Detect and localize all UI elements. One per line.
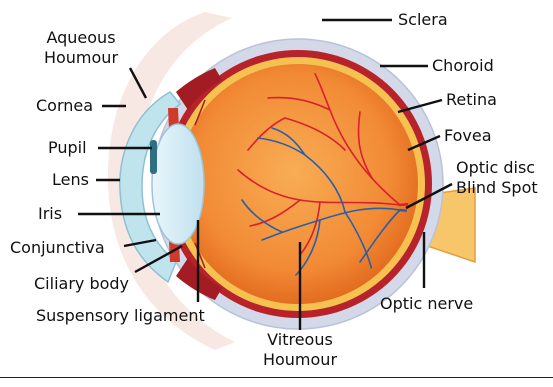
label-sclera: Sclera	[398, 10, 448, 30]
label-aqueous-line2: Houmour	[38, 48, 124, 68]
label-vitreous-line2: Houmour	[250, 350, 350, 370]
label-lens: Lens	[52, 170, 89, 190]
label-suspensory-ligament: Suspensory ligament	[36, 306, 205, 326]
label-aqueous-humour: Aqueous Houmour	[38, 28, 124, 68]
label-optic-disc-line2: Blind Spot	[456, 178, 538, 198]
label-optic-disc-line1: Optic disc	[456, 158, 538, 178]
label-aqueous-line1: Aqueous	[38, 28, 124, 48]
label-vitreous-line1: Vitreous	[250, 330, 350, 350]
label-iris: Iris	[38, 204, 62, 224]
label-choroid: Choroid	[432, 56, 494, 76]
label-cornea: Cornea	[36, 96, 93, 116]
bottom-bar	[0, 378, 553, 387]
label-retina: Retina	[446, 90, 497, 110]
label-conjunctiva: Conjunctiva	[10, 238, 105, 258]
label-fovea: Fovea	[444, 126, 492, 146]
label-optic-nerve: Optic nerve	[380, 294, 473, 314]
label-ciliary-body: Ciliary body	[34, 274, 129, 294]
label-pupil: Pupil	[48, 138, 87, 158]
pupil-shape	[150, 140, 157, 174]
label-optic-disc: Optic disc Blind Spot	[456, 158, 538, 198]
lens-shape	[152, 124, 204, 244]
label-vitreous-humour: Vitreous Houmour	[250, 330, 350, 370]
